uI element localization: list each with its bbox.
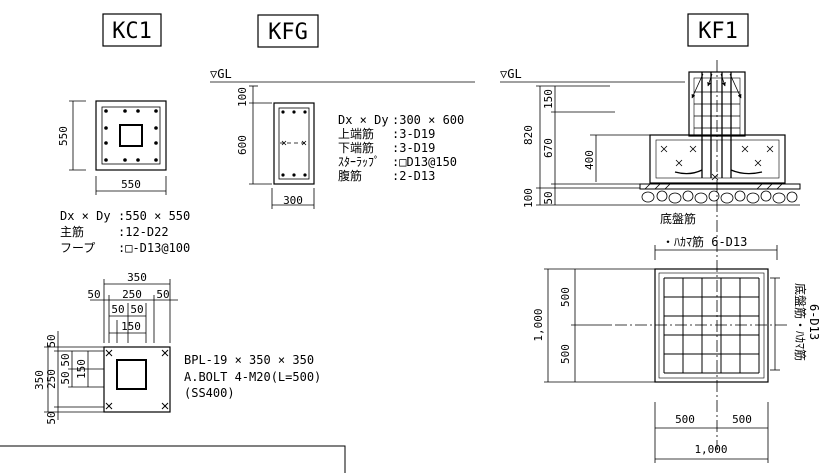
- kfg-spec-value-4: :□D13@150: [392, 155, 457, 169]
- kc1-detail: KC1 550 550: [57, 13, 190, 255]
- bp-spec-line-3: (SS400): [184, 386, 235, 400]
- kc1-title: KC1: [112, 19, 152, 44]
- bp-dim-left-a: 50: [45, 334, 58, 347]
- bp-dim-top-e: 50: [130, 303, 143, 316]
- kf1-title-box: KF1: [687, 13, 749, 47]
- kf1-plan-dim-total-v: 1,000: [532, 308, 545, 341]
- bp-dim-left-f: 50: [45, 411, 58, 424]
- bp-spec: BPL-19 × 350 × 350 A.BOLT 4-M20(L=500) (…: [184, 353, 321, 400]
- kf1-dim-mid: 670: [542, 138, 555, 158]
- bp-dim-left-c: 50: [59, 353, 72, 366]
- bp-dim-top-d: 50: [111, 303, 124, 316]
- bp-dim-top-a: 50: [87, 288, 100, 301]
- bp-dim-top-c: 50: [156, 288, 169, 301]
- kf1-plan-grid: [663, 277, 760, 374]
- kc1-spec-label-2: 主筋: [60, 224, 84, 239]
- kfg-spec-value-1: :300 × 600: [392, 113, 464, 127]
- kc1-spec-label-3: フープ: [60, 241, 95, 255]
- kfg-spec-label-1: Dx × Dy: [338, 113, 389, 127]
- kf1-dim-base: 50: [542, 191, 555, 204]
- kc1-spec-label-1: Dx × Dy: [60, 209, 111, 223]
- kf1-plan-dim-v-b: 500: [559, 344, 572, 364]
- bp-dim-top: [90, 279, 178, 343]
- kf1-detail: KF1 ▽GL 820 150 670 400 50 100: [500, 13, 821, 463]
- anchor-bolts: [105, 349, 169, 410]
- kc1-column-section: [95, 100, 167, 171]
- kc1-title-box: KC1: [102, 13, 162, 47]
- kfg-detail: KFG ▽GL 100 600 300: [210, 14, 475, 209]
- kf1-plan-dim-h-a: 500: [675, 413, 695, 426]
- bottom-frame: [0, 445, 346, 473]
- kfg-dim-width: 300: [283, 194, 303, 207]
- kc1-spec-value-2: :12-D22: [118, 225, 169, 239]
- kf1-plan-dim-v-a: 500: [559, 287, 572, 307]
- bp-dim-top-f: 150: [121, 320, 141, 333]
- kc1-spec-value-1: :550 × 550: [118, 209, 190, 223]
- bp-dim-left-e: 150: [75, 359, 88, 379]
- kc1-dim-width: [95, 176, 167, 195]
- bp-dim-left-d: 50: [59, 371, 72, 384]
- kfg-gl-label: ▽GL: [210, 67, 232, 81]
- kc1-dim-width-label: 550: [121, 178, 141, 191]
- kf1-plan-dim-total-h: 1,000: [694, 443, 727, 456]
- kf1-hakama-label: ・ﾊｶﾏ筋 6-D13: [662, 234, 747, 249]
- bp-dim-top-total: 350: [127, 271, 147, 284]
- bp-plate: [103, 346, 171, 413]
- kfg-spec-label-3: 下端筋: [338, 140, 374, 155]
- kf1-title: KF1: [698, 19, 738, 44]
- kfg-spec-value-5: :2-D13: [392, 169, 435, 183]
- kf1-base-rebar-label: 底盤筋: [660, 211, 696, 226]
- kf1-dims: [536, 85, 650, 206]
- kf1-side-label-1: 底盤筋・ﾊｶﾏ筋: [793, 283, 808, 361]
- kfg-title-box: KFG: [257, 14, 319, 48]
- base-plate-detail: 350 50 250 50 50 50 150 350 50 250 50 50…: [33, 271, 321, 425]
- kc1-main-bars: [104, 109, 158, 162]
- kf1-dim-top: 150: [542, 89, 555, 109]
- bp-dim-left-b: 250: [45, 369, 58, 389]
- kfg-spec-label-4: ｽﾀｰﾗｯﾌﾟ: [338, 155, 380, 169]
- kf1-gravel-bed: [640, 188, 800, 206]
- kf1-footing-section: [639, 71, 801, 190]
- kfg-dim-top: 100: [236, 87, 249, 107]
- kfg-spec-label-2: 上端筋: [338, 126, 374, 141]
- kf1-plan-dim-h-b: 500: [732, 413, 752, 426]
- kf1-gl-label: ▽GL: [500, 67, 522, 81]
- bp-spec-line-1: BPL-19 × 350 × 350: [184, 353, 314, 367]
- kfg-dim-height: 600: [236, 135, 249, 155]
- kfg-spec-value-2: :3-D19: [392, 127, 435, 141]
- kf1-plan: 底盤筋・ﾊｶﾏ筋 6-D13 1,000 500 500 500 500: [532, 245, 821, 463]
- bp-dim-top-b: 250: [122, 288, 142, 301]
- bp-dim-left: [44, 331, 104, 420]
- kc1-dim-height-label: 550: [57, 126, 70, 146]
- bp-dim-left-total: 350: [33, 370, 46, 390]
- kfg-spec-value-3: :3-D19: [392, 141, 435, 155]
- kfg-spec: Dx × Dy :300 × 600 上端筋 :3-D19 下端筋 :3-D19…: [338, 113, 464, 183]
- kc1-dim-height: [69, 100, 86, 171]
- kc1-spec: Dx × Dy :550 × 550 主筋 :12-D22 フープ :□-D13…: [60, 209, 190, 255]
- kc1-spec-value-3: :□-D13@100: [118, 241, 190, 255]
- bp-spec-line-2: A.BOLT 4-M20(L=500): [184, 370, 321, 384]
- kfg-title: KFG: [268, 20, 308, 45]
- kfg-beam-section: [273, 102, 315, 185]
- kfg-spec-label-5: 腹筋: [338, 168, 362, 183]
- kf1-dim-footing: 400: [583, 150, 596, 170]
- kf1-dim-total: 820: [522, 125, 535, 145]
- kf1-dim-gravel: 100: [522, 188, 535, 208]
- kf1-side-label-2: 6-D13: [807, 304, 821, 340]
- kfg-dims: [249, 85, 315, 209]
